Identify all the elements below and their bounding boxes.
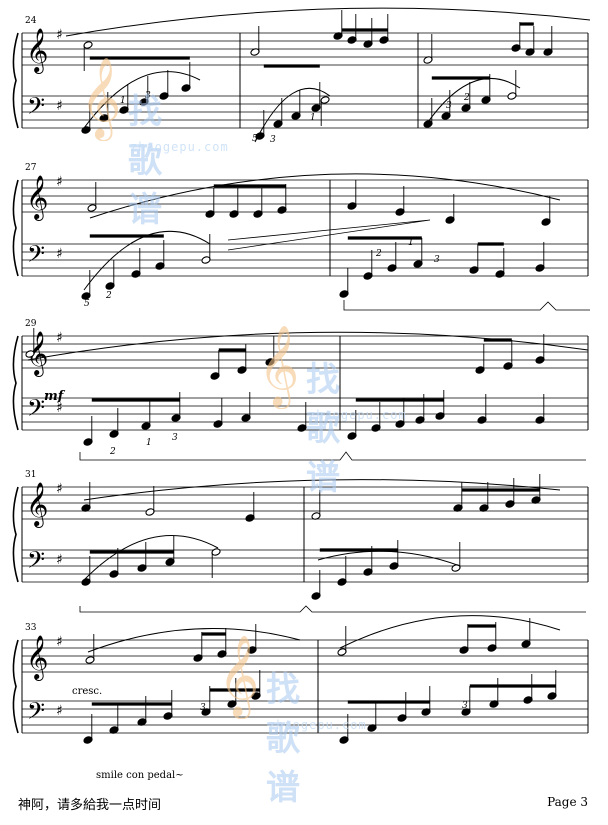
pedal-bracket <box>79 605 586 613</box>
fingering-number: 1 <box>310 113 316 123</box>
key-signature-sharp: ♯ <box>56 27 63 43</box>
bass-clef-icon: 𝄢 <box>27 92 45 125</box>
slur <box>87 627 301 653</box>
key-signature-sharp: ♯ <box>56 552 63 568</box>
fingering-number: 3 <box>270 135 276 145</box>
measure-number: 24 <box>25 16 37 26</box>
pedal-instruction: smile con pedal~ <box>96 770 184 781</box>
dynamic-marking: mf <box>44 389 66 404</box>
system-3 <box>12 335 589 431</box>
system-2 <box>12 179 589 277</box>
key-signature-sharp: ♯ <box>56 246 63 262</box>
bass-clef-icon: 𝄢 <box>27 240 45 273</box>
key-signature-sharp: ♯ <box>56 481 63 497</box>
brace <box>12 32 19 129</box>
measure-number: 27 <box>25 163 37 173</box>
system-1 <box>12 32 589 129</box>
slur <box>83 479 561 501</box>
fingering-number: 3 <box>200 703 206 713</box>
fingering-number: 5 <box>252 134 258 144</box>
dynamic-marking: cresc. <box>72 686 102 697</box>
fingering-number: 2 <box>109 447 116 457</box>
slur <box>427 77 521 123</box>
key-signature-sharp: ♯ <box>56 634 63 650</box>
slur <box>65 7 591 37</box>
fingering-number: 3 <box>145 91 151 101</box>
measure-number: 31 <box>25 470 36 480</box>
treble-clef-icon: 𝄞 <box>26 175 48 221</box>
fingering-number: 1 <box>146 438 152 448</box>
fingering-number: 1 <box>120 96 126 106</box>
footer-page-number: Page 3 <box>547 795 588 809</box>
slur <box>254 87 331 143</box>
brace <box>12 335 19 431</box>
pedal-bracket <box>343 300 590 311</box>
key-signature-sharp: ♯ <box>56 330 63 346</box>
system-4 <box>12 486 589 583</box>
fingering-number: 3 <box>172 433 178 443</box>
fingering-number: 3 <box>446 101 452 111</box>
brace <box>12 486 19 583</box>
key-signature-sharp: ♯ <box>56 400 63 416</box>
measure-number: 33 <box>25 623 37 633</box>
system-5 <box>12 639 589 734</box>
key-signature-sharp: ♯ <box>56 98 63 114</box>
slur <box>83 230 211 291</box>
fingering-number: 2 <box>463 93 470 103</box>
treble-clef-icon: 𝄞 <box>26 331 48 377</box>
crescendo-hairpin <box>227 219 431 251</box>
bass-clef-icon: 𝄢 <box>27 546 45 579</box>
brace <box>12 639 19 734</box>
fingering-number: 2 <box>105 291 112 301</box>
bass-clef-icon: 𝄢 <box>27 697 45 730</box>
slur <box>89 173 561 219</box>
treble-clef-icon: 𝄞 <box>26 482 48 528</box>
fingering-number: 2 <box>375 249 382 259</box>
treble-clef-icon: 𝄞 <box>26 28 48 74</box>
fingering-number: 3 <box>434 255 440 265</box>
fingering-number: 5 <box>84 299 90 309</box>
slur <box>83 71 201 129</box>
brace <box>12 179 19 277</box>
key-signature-sharp: ♯ <box>56 174 63 190</box>
fingering-number: 1 <box>408 238 414 248</box>
footer-song-title: 神阿，请多給我一点时间 <box>18 798 162 813</box>
pedal-bracket <box>79 451 586 461</box>
bass-clef-icon: 𝄢 <box>27 394 45 427</box>
slur <box>317 550 461 567</box>
slur <box>339 615 561 649</box>
slur <box>83 535 219 581</box>
key-signature-sharp: ♯ <box>56 703 63 719</box>
measure-number: 29 <box>25 319 37 329</box>
treble-clef-icon: 𝄞 <box>26 635 48 681</box>
fingering-number: 3 <box>462 701 468 711</box>
